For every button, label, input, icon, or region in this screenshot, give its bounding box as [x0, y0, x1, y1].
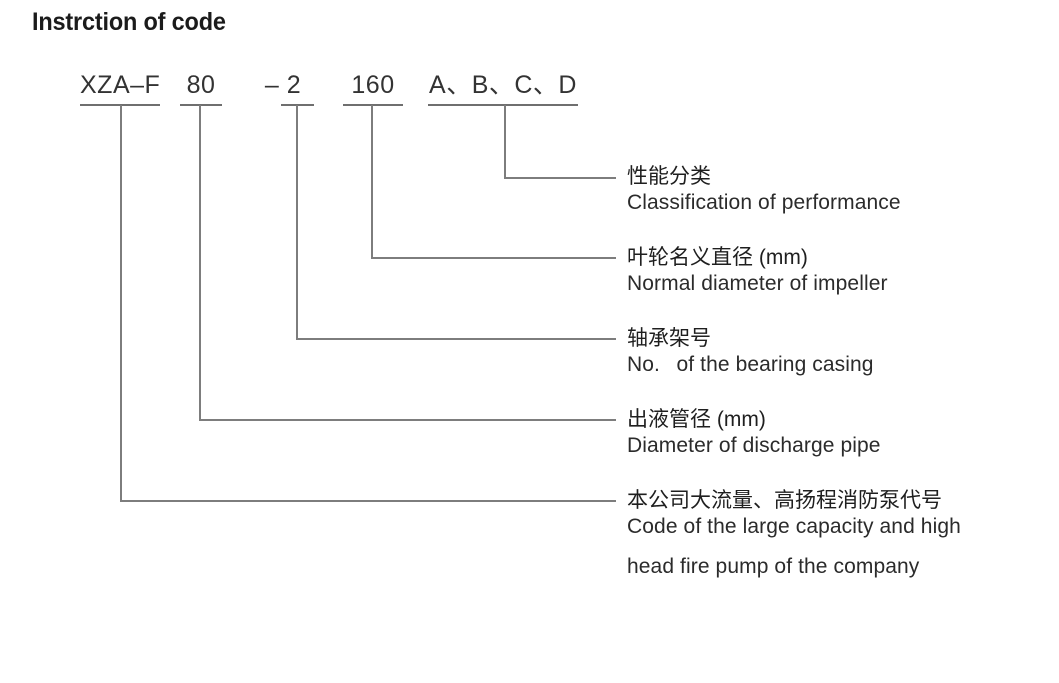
- label-en-impeller: Normal diameter of impeller: [627, 272, 888, 295]
- code-segment-series: XZA–F: [80, 71, 161, 99]
- code-segment-impeller-diameter: 160: [351, 71, 395, 99]
- label-block-bearing: 轴承架号 No. of the bearing casing: [627, 326, 874, 378]
- label-en-bearing: No. of the bearing casing: [627, 353, 874, 376]
- label-block-series: 本公司大流量、高扬程消防泵代号 Code of the large capaci…: [627, 488, 961, 580]
- page-title: Instrction of code: [32, 8, 226, 36]
- code-segment-bearing-casing-no: – 2: [264, 71, 302, 99]
- label-en-series-line2: head fire pump of the company: [627, 555, 920, 578]
- label-en-discharge: Diameter of discharge pipe: [627, 434, 881, 457]
- label-cn-performance: 性能分类: [627, 165, 711, 188]
- label-block-discharge: 出液管径 (mm) Diameter of discharge pipe: [627, 407, 881, 459]
- label-block-performance: 性能分类 Classification of performance: [627, 164, 901, 216]
- label-en-series-line1: Code of the large capacity and high: [627, 515, 961, 538]
- code-segment-performance-class: A、B、C、D: [429, 71, 577, 99]
- label-cn-series: 本公司大流量、高扬程消防泵代号: [627, 489, 942, 512]
- label-cn-discharge: 出液管径 (mm): [627, 408, 766, 431]
- label-cn-bearing: 轴承架号: [627, 327, 711, 350]
- code-segment-discharge-diameter: 80: [186, 71, 216, 99]
- label-en-performance: Classification of performance: [627, 191, 901, 214]
- label-block-impeller: 叶轮名义直径 (mm) Normal diameter of impeller: [627, 245, 888, 297]
- label-cn-impeller: 叶轮名义直径 (mm): [627, 246, 808, 269]
